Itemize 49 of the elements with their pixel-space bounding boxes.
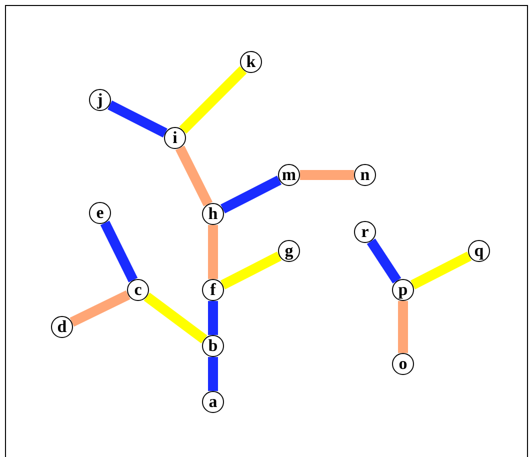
node-label: i xyxy=(172,129,178,146)
node-label: e xyxy=(96,204,104,221)
node-label: b xyxy=(208,337,218,354)
connector-line xyxy=(100,220,138,282)
node-circle xyxy=(354,221,376,243)
node-circle xyxy=(51,316,73,338)
node-circle xyxy=(89,202,111,224)
node-label: q xyxy=(474,242,484,259)
connector-line xyxy=(366,238,402,284)
node-label: m xyxy=(282,166,296,183)
connector-line xyxy=(208,357,218,391)
node-circle xyxy=(202,203,224,225)
node-circle xyxy=(127,279,149,301)
node-circle xyxy=(202,391,224,413)
node-label: n xyxy=(360,166,370,183)
node-circle xyxy=(240,51,262,73)
node-label: r xyxy=(361,223,369,240)
node-label: k xyxy=(246,53,256,70)
node-label: o xyxy=(398,355,408,372)
node-circle xyxy=(202,279,224,301)
connector-line xyxy=(300,170,354,180)
connector-line xyxy=(108,100,168,138)
connector-line xyxy=(208,301,218,335)
node-label: a xyxy=(208,393,218,410)
connector-line xyxy=(179,66,247,134)
node-circle xyxy=(392,279,414,301)
node-circle xyxy=(468,240,490,262)
node-label: h xyxy=(208,205,218,222)
node-label: p xyxy=(398,281,408,298)
node-circle xyxy=(164,127,186,149)
connector-line xyxy=(220,252,282,290)
node-circle xyxy=(89,89,111,111)
connector-line xyxy=(220,176,282,214)
node-label: d xyxy=(57,318,67,335)
node-circle xyxy=(202,335,224,357)
connector-line xyxy=(70,290,130,327)
node-circle xyxy=(278,164,300,186)
node-label: g xyxy=(284,242,294,259)
connector-line xyxy=(208,225,218,279)
node-circle xyxy=(392,353,414,375)
connector-line xyxy=(144,292,208,344)
node-label: f xyxy=(210,281,216,298)
node-label: c xyxy=(134,281,142,298)
connector-line xyxy=(410,252,472,290)
node-circle xyxy=(278,240,300,262)
node-label: j xyxy=(97,91,103,108)
connector-line xyxy=(398,301,408,353)
connector-line xyxy=(175,146,213,206)
node-circle xyxy=(354,164,376,186)
